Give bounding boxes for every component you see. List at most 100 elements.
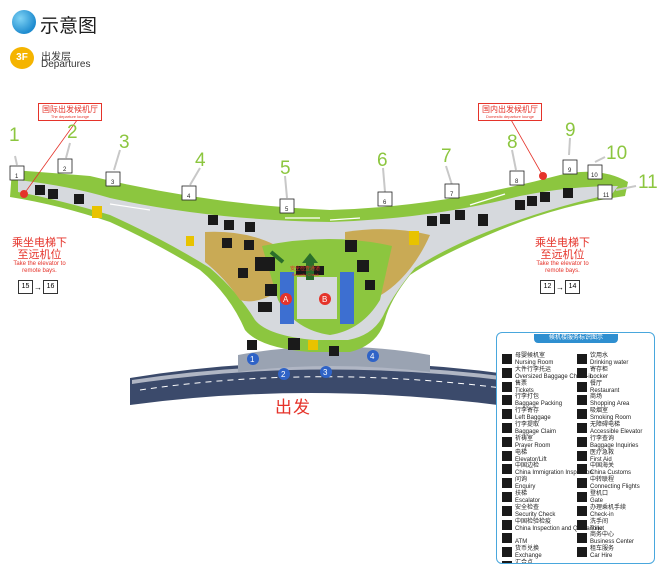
globe-icon <box>12 10 36 34</box>
gate-number-7: 7 <box>441 146 452 167</box>
floor-name-cn: 出发层 <box>41 52 71 63</box>
exchange-icon <box>502 547 512 558</box>
legend-item-en: Tickets <box>515 387 534 394</box>
legend-item-cn: 中国检验检疫 <box>515 518 552 525</box>
gate-number-2: 2 <box>67 122 78 143</box>
security-lane-a-label: A <box>283 295 289 304</box>
gate-icon <box>9 165 25 181</box>
legend-item-cn: 洗手间 <box>590 518 609 525</box>
legend-item-en: Exchange <box>515 553 542 560</box>
door-marker <box>278 368 290 380</box>
gate-icon <box>377 191 393 207</box>
nursing-room-icon <box>502 354 512 364</box>
restaurant-icon <box>244 240 254 250</box>
gate-icon <box>279 198 295 214</box>
legend-item-en: Shopping Area <box>590 401 630 408</box>
gate-icon <box>562 159 578 175</box>
floor-badge: 3F <box>10 47 34 69</box>
toilet-icon <box>455 210 465 220</box>
legend-item-en: Nursing Room <box>515 360 554 366</box>
arrow-diagonal-icon <box>269 250 285 264</box>
legend-item-cn: 饮用水 <box>590 353 609 359</box>
gate-number-5: 5 <box>280 158 291 179</box>
page-title: 示意图 <box>40 15 98 37</box>
gate-number-6: 6 <box>377 150 388 171</box>
gate-number-11: 11 <box>638 172 658 193</box>
svg-text:1: 1 <box>15 174 19 180</box>
facility-icons <box>35 185 573 356</box>
drinking-water-icon <box>577 354 587 364</box>
toilet-icon <box>515 200 525 210</box>
door-marker <box>320 366 332 378</box>
legend-item-en: Business Center <box>590 539 635 546</box>
legend-item-cn: 扶梯 <box>515 491 528 497</box>
toilet-icon <box>224 220 234 230</box>
svg-text:3: 3 <box>111 180 115 186</box>
legend-item-cn: 租车服务 <box>590 546 615 553</box>
security-lane-b-label: B <box>322 295 327 304</box>
legend-item-cn: 母婴候机室 <box>515 353 546 359</box>
oversized-baggage-icon <box>502 367 512 378</box>
shopping-icon <box>208 215 218 225</box>
legend-item-cn: 商场 <box>590 394 603 401</box>
legend-item-en: China Immigration Inspection <box>515 470 593 477</box>
toilet-icon <box>247 340 257 350</box>
legend-item-en: Toilet <box>590 525 605 532</box>
gate-icon <box>444 183 460 199</box>
gate-icon <box>57 158 73 174</box>
legend-item-en: Gate <box>590 498 604 504</box>
legend-item-cn: 行李提取 <box>515 422 540 428</box>
legend-item-cn: 医疗急救 <box>590 449 615 456</box>
remote-bay-14: 14 <box>565 280 580 294</box>
door-label: 3 <box>323 368 328 377</box>
legend-item-en: Locker <box>590 373 609 380</box>
legend-item-en: Left Baggage <box>515 415 551 422</box>
legend-item-cn: 登机口 <box>590 491 609 497</box>
toilet-icon <box>577 519 587 530</box>
locker-icon <box>577 367 587 378</box>
svg-text:10: 10 <box>591 173 598 179</box>
gate-number-4: 4 <box>195 150 206 171</box>
gate-number-10: 10 <box>606 143 628 164</box>
elevator-note-right: 乘坐电梯下 至远机位 Take the elevator to remote b… <box>535 237 590 274</box>
restaurant-icon <box>527 196 537 206</box>
smoking-room-icon <box>577 409 587 420</box>
gate-leaders <box>14 137 637 199</box>
gate-number-1: 1 <box>9 125 20 146</box>
legend-item-en: Baggage Claim <box>515 429 557 435</box>
legend-item-en: Accessible Elevator <box>590 429 643 435</box>
curbside-road <box>130 361 548 412</box>
gate-icon <box>587 164 603 180</box>
car-hire-icon <box>577 547 587 558</box>
check-in-icon <box>258 302 272 312</box>
gate-icon <box>181 185 197 201</box>
legend-item-cn: 货币兑换 <box>515 546 540 553</box>
legend-item-en: Check-in <box>590 511 614 518</box>
escalator-icon <box>478 214 488 226</box>
legend-item-cn: 行李打包 <box>515 394 540 401</box>
svg-text:7: 7 <box>450 192 454 198</box>
elevator-icon <box>255 257 275 271</box>
gate-icons <box>9 158 613 214</box>
security-lane-b <box>340 272 354 324</box>
escalator-icon <box>502 492 512 502</box>
immigration-icon <box>502 464 512 475</box>
legend-item-en: Drinking water <box>590 360 629 366</box>
tickets-icon <box>502 381 512 392</box>
gate-icon <box>597 184 613 200</box>
toilet-icon <box>35 185 45 195</box>
legend-item-cn: 问询 <box>515 477 528 484</box>
enquiry-icon <box>502 478 512 489</box>
baggage-claim-icon <box>502 423 512 433</box>
toilet-icon <box>222 238 232 248</box>
meeting-point-icon <box>502 561 512 563</box>
shopping-icon <box>357 260 369 272</box>
svg-text:11: 11 <box>603 193 610 199</box>
legend-item-cn: 大件行李托运 <box>515 366 552 373</box>
escalator-icon <box>265 284 277 296</box>
door-label: 1 <box>250 355 255 364</box>
legend-item-cn: 无障碍电梯 <box>590 422 621 428</box>
elevator-note-left: 乘坐电梯下 至远机位 Take the elevator to remote b… <box>12 237 67 274</box>
